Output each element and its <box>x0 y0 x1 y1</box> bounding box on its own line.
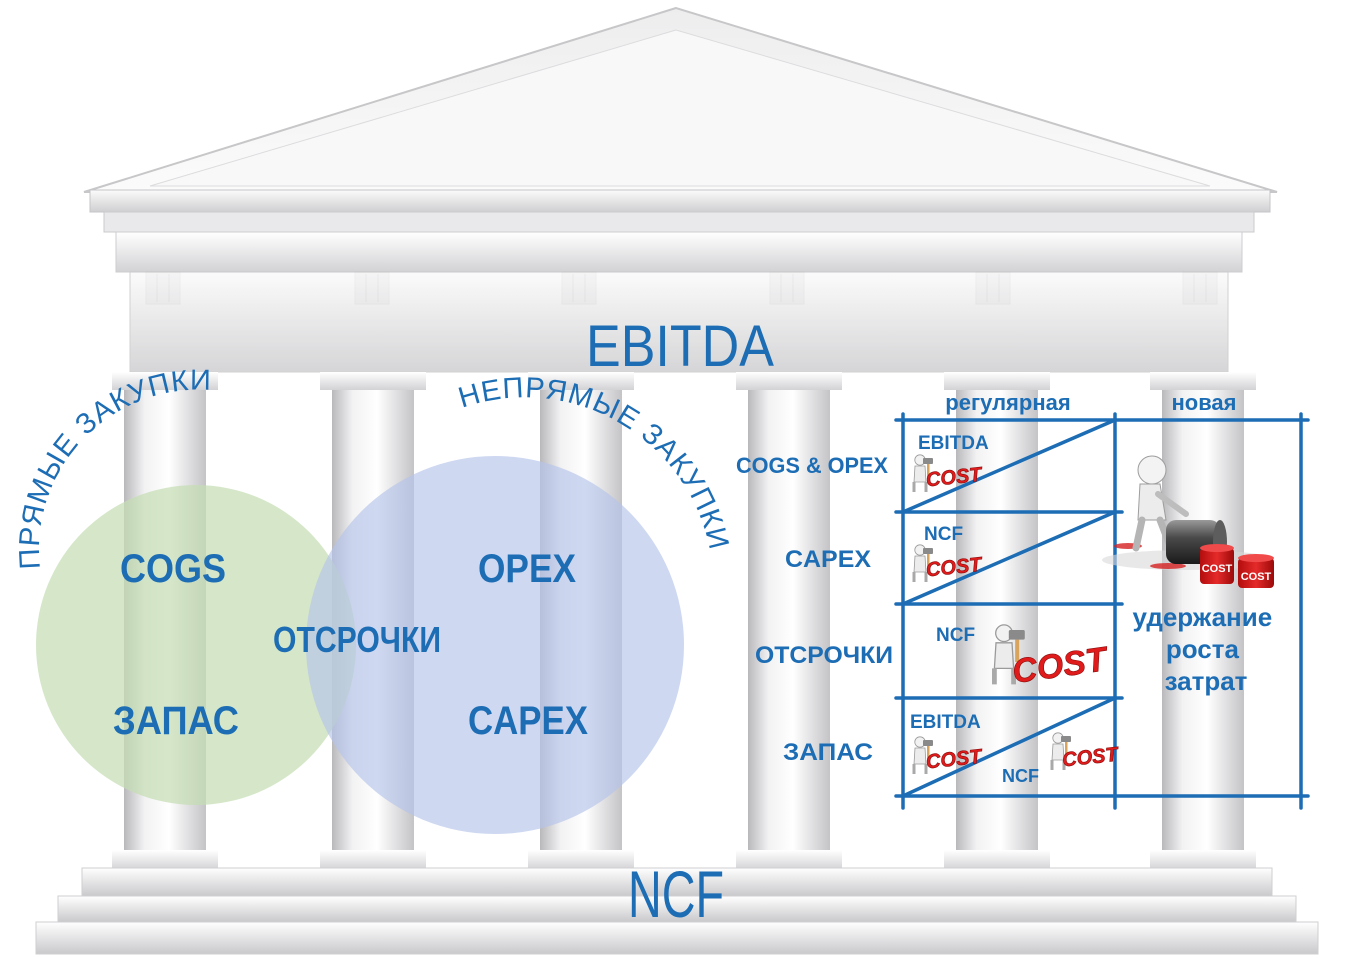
cell-label-ncf-3: NCF <box>936 625 975 646</box>
row-label-cogs-opex: COGS & OPEX <box>736 453 888 478</box>
cell-label-ncf-2: NCF <box>924 524 963 545</box>
indirect-procurement-circle <box>306 456 684 834</box>
svg-text:COST: COST <box>1202 563 1233 575</box>
cost-icon-3: COST <box>994 625 1112 691</box>
temple-roof <box>83 6 1278 273</box>
venn-opex: OPEX <box>478 547 576 591</box>
cell-label-ebitda-4: EBITDA <box>910 712 981 733</box>
temple-steps <box>35 867 1319 955</box>
cell-label-ebitda-1: EBITDA <box>918 433 989 454</box>
venn-deferrals: ОТСРОЧКИ <box>273 619 441 660</box>
venn-inventory: ЗАПАС <box>113 699 239 743</box>
row-label-deferrals: ОТСРОЧКИ <box>755 642 893 669</box>
cost-can-icon-2: COST <box>1238 554 1274 588</box>
ebitda-title: EBITDA <box>586 314 774 379</box>
cost-can-icon-1: COST <box>1200 544 1234 584</box>
temple-architrave <box>129 271 1229 373</box>
svg-text:COST: COST <box>1241 571 1272 583</box>
venn-capex: CAPEX <box>468 699 588 743</box>
svg-text:COST: COST <box>1061 744 1120 772</box>
matrix-grid <box>894 412 1310 810</box>
direct-procurement-circle <box>36 485 356 805</box>
cell-label-ncf-4: NCF <box>1002 766 1039 786</box>
column-header-new: новая <box>1171 390 1236 415</box>
row-label-capex: CAPEX <box>785 546 871 573</box>
venn-cogs: COGS <box>120 547 226 591</box>
column-header-regular: регулярная <box>945 390 1070 415</box>
ncf-title: NCF <box>628 857 724 931</box>
cost-icon-5: COST <box>1050 731 1121 772</box>
row-label-inventory: ЗАПАС <box>783 739 873 766</box>
cost-containment-note: удержание роста затрат <box>1133 602 1280 696</box>
